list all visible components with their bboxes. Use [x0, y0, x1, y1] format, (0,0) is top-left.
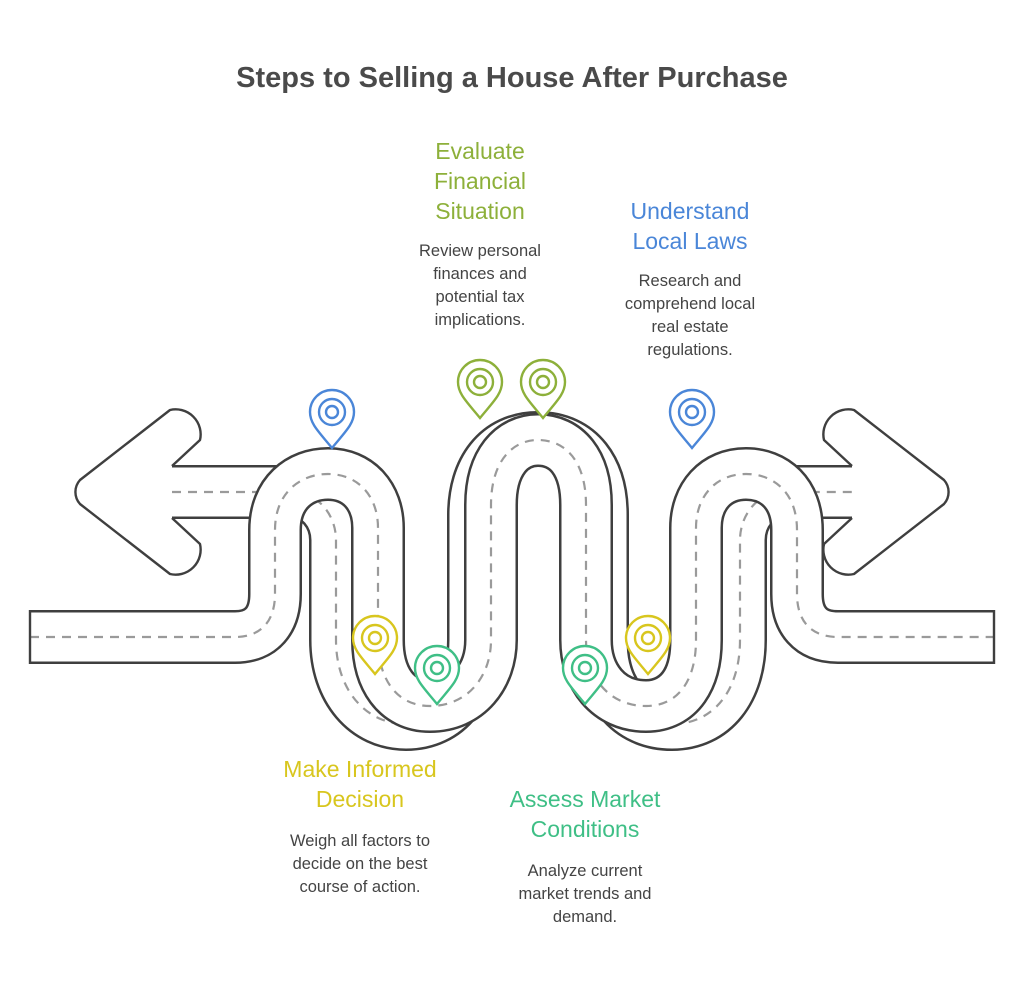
page-title: Steps to Selling a House After Purchase: [236, 62, 788, 94]
map-pin-icon: [308, 388, 356, 450]
map-pin-icon: [668, 388, 716, 450]
map-pin-icon: [624, 614, 672, 676]
map-pin-icon: [519, 358, 567, 420]
right-arrow-road: [822, 408, 950, 576]
road-edge-to-edge: [28, 413, 996, 733]
left-arrow-road: [74, 408, 202, 576]
map-pin-icon: [456, 358, 504, 420]
